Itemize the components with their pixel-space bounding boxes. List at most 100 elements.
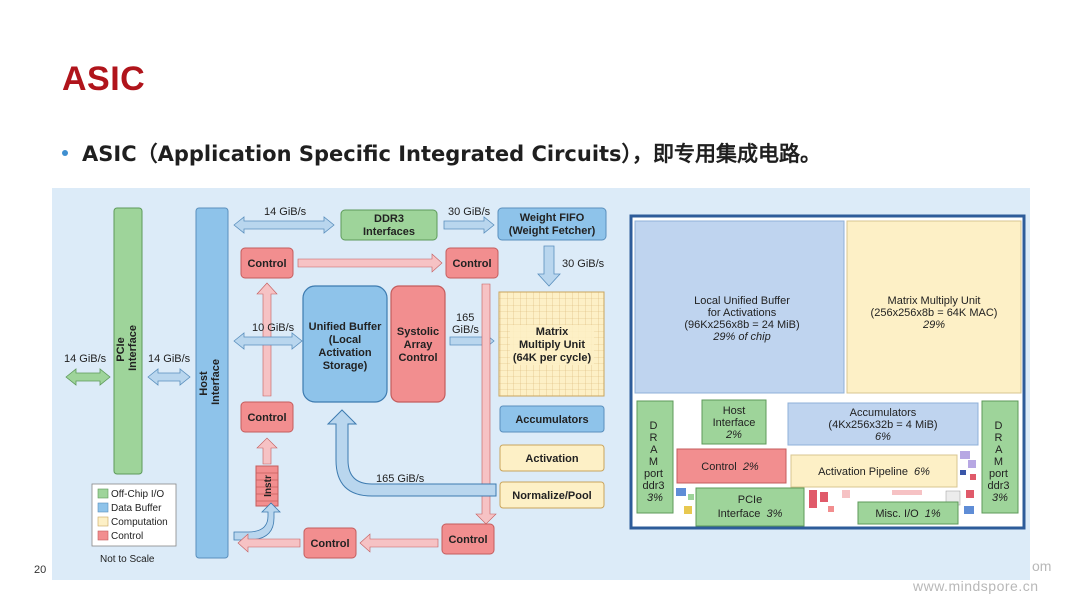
bw-label-14-left: 14 GiB/s — [64, 353, 107, 365]
svg-text:Host Interface: Host Interface — [198, 359, 222, 405]
instr-queue-block: Instr — [255, 465, 279, 507]
fp-activation-label-2: 6% — [914, 466, 930, 478]
floorplan-matrix-multiply-unit: Matrix Multiply Unit (256x256x8b = 64K M… — [846, 220, 1022, 394]
fp-dram-right-7: 3% — [992, 492, 1008, 504]
bw-label-14-top: 14 GiB/s — [264, 206, 307, 218]
svg-text:Activation Pipeline 6%: Activation Pipeline 6% — [818, 466, 930, 478]
arrow-instr-control — [256, 437, 278, 465]
fp-dram-left-7: 3% — [647, 492, 663, 504]
watermark: www.mindspore.cn — [913, 578, 1039, 594]
weight-fifo-block: Weight FIFO (Weight Fetcher) — [497, 207, 607, 241]
control-label: Control — [310, 538, 349, 550]
fp-dram-left-4: M — [649, 456, 658, 468]
arrow-offchip-pcie — [65, 368, 111, 386]
legend-label-buffer: Data Buffer — [111, 503, 162, 514]
pcie-label-1: PCIe — [115, 337, 127, 361]
ddr3-label-1: DDR3 — [374, 213, 404, 225]
svg-text:Control 2%: Control 2% — [701, 461, 759, 473]
arrow-host-ddr3 — [233, 216, 335, 234]
instr-label: Instr — [263, 475, 274, 497]
control-label: Control — [247, 412, 286, 424]
legend-label-control: Control — [111, 531, 143, 542]
floorplan-dram-right: D R A M port ddr3 3% — [981, 400, 1019, 514]
matrix-multiply-unit-block: Matrix Multiply Unit (64K per cycle) — [498, 291, 605, 397]
accumulators-label: Accumulators — [515, 414, 588, 426]
fp-pcie-label-2: Interface — [718, 508, 761, 520]
legend: Off-Chip I/O Data Buffer Computation Con… — [91, 483, 177, 547]
svg-text:D R A: D R A M port ddr3 3% — [987, 420, 1012, 504]
page-number: 20 — [34, 564, 47, 576]
bw-label-165-a: 165 — [456, 312, 474, 324]
systolic-array-control-block: Systolic Array Control — [390, 285, 446, 403]
bw-label-30-right: 30 GiB/s — [562, 258, 605, 270]
arrow-host-unifiedbuffer — [233, 332, 303, 350]
fp-control-label-2: 2% — [742, 461, 759, 473]
floorplan-dram-left: D R A M port ddr3 3% — [636, 400, 674, 514]
fp-dram-left-5: port — [644, 468, 663, 480]
unified-buffer-block: Unified Buffer (Local Activation Storage… — [302, 285, 388, 403]
ub-label-4: Storage) — [323, 360, 368, 372]
fp-mmu-label-1: Matrix Multiply Unit — [888, 295, 981, 307]
systolic-label-1: Systolic — [397, 326, 439, 338]
legend-swatch-buffer — [97, 502, 109, 513]
floorplan-control: Control 2% — [676, 448, 787, 484]
host-label-1: Host — [198, 371, 210, 396]
legend-swatch-computation — [97, 516, 109, 527]
host-label-2: Interface — [210, 359, 222, 405]
matrix-label-2: Multiply Unit — [519, 339, 585, 351]
bullet-line: ASIC（Application Specific Integrated Cir… — [62, 138, 821, 168]
weight-fifo-label-1: Weight FIFO — [520, 212, 585, 224]
arrow-pcie-host — [147, 368, 191, 386]
fp-acc-label-2: (4Kx256x32b = 4 MiB) — [828, 419, 937, 431]
tpu-diagram: PCIe Interface Host Interface 14 GiB/s 1… — [64, 206, 1026, 565]
fp-misc-label-1: Misc. I/O — [875, 508, 919, 520]
diagram-panel: PCIe Interface Host Interface 14 GiB/s 1… — [52, 188, 1030, 580]
fp-lub-label-3: (96Kx256x8b = 24 MiB) — [684, 319, 799, 331]
arrow-ddr3-weightfifo — [443, 216, 495, 234]
bw-label-165-b: GiB/s — [452, 324, 479, 336]
control-block-mid-left: Control — [240, 401, 294, 433]
bw-label-165-bottom: 165 GiB/s — [376, 473, 425, 485]
pcie-label-2: Interface — [127, 325, 139, 371]
fp-pcie-label-3: 3% — [766, 508, 782, 520]
arrow-normalize-unifiedbuffer — [326, 409, 497, 497]
fp-dram-left-6: ddr3 — [642, 480, 664, 492]
bullet-text: ASIC（Application Specific Integrated Cir… — [82, 142, 822, 166]
svg-text:Misc. I/O 1%: Misc. I/O 1% — [875, 508, 941, 520]
pcie-interface-block: PCIe Interface — [113, 207, 143, 475]
fp-host-label-3: 2% — [725, 429, 742, 441]
activation-block: Activation — [499, 444, 605, 472]
bw-label-10: 10 GiB/s — [252, 322, 295, 334]
fp-lub-label-1: Local Unified Buffer — [694, 295, 790, 307]
host-interface-block: Host Interface — [195, 207, 229, 559]
ub-label-2: (Local — [329, 334, 361, 346]
not-to-scale-label: Not to Scale — [100, 554, 155, 565]
systolic-label-3: Control — [398, 352, 437, 364]
fp-mmu-label-2: (256x256x8b = 64K MAC) — [871, 307, 998, 319]
control-block-top-left: Control — [240, 247, 294, 279]
fp-mmu-label-3: 29% — [922, 319, 945, 331]
fp-dram-right-5: port — [989, 468, 1008, 480]
fp-dram-right-3: A — [995, 444, 1003, 456]
chip-floorplan: Local Unified Buffer for Activations (96… — [629, 214, 1026, 530]
floorplan-misc-io: Misc. I/O 1% — [857, 501, 959, 525]
fp-misc-label-2: 1% — [925, 508, 941, 520]
fp-activation-label-1: Activation Pipeline — [818, 466, 908, 478]
fp-dram-left-1: D — [649, 420, 657, 432]
fp-acc-label-1: Accumulators — [850, 407, 917, 419]
legend-swatch-control — [97, 530, 109, 541]
floorplan-misc-cells — [676, 451, 976, 514]
arrow-control-control-top — [297, 253, 443, 273]
normalize-pool-label: Normalize/Pool — [512, 490, 591, 502]
arrow-host-instr — [233, 502, 281, 541]
normalize-pool-block: Normalize/Pool — [499, 481, 605, 509]
fp-host-label-2: Interface — [713, 417, 756, 429]
svg-text:PCIe Interface: PCIe Interface — [115, 325, 139, 371]
fp-dram-right-4: M — [994, 456, 1003, 468]
svg-text:D R A: D R A M port ddr3 3% — [642, 420, 667, 504]
bullet-dot-icon — [62, 150, 68, 156]
floorplan-accumulators: Accumulators (4Kx256x32b = 4 MiB) 6% — [787, 402, 979, 446]
floorplan-local-unified-buffer: Local Unified Buffer for Activations (96… — [634, 220, 845, 394]
svg-text:Interface 3%: Interface 3% — [718, 508, 783, 520]
fp-lub-label-4: 29% of chip — [712, 331, 770, 343]
